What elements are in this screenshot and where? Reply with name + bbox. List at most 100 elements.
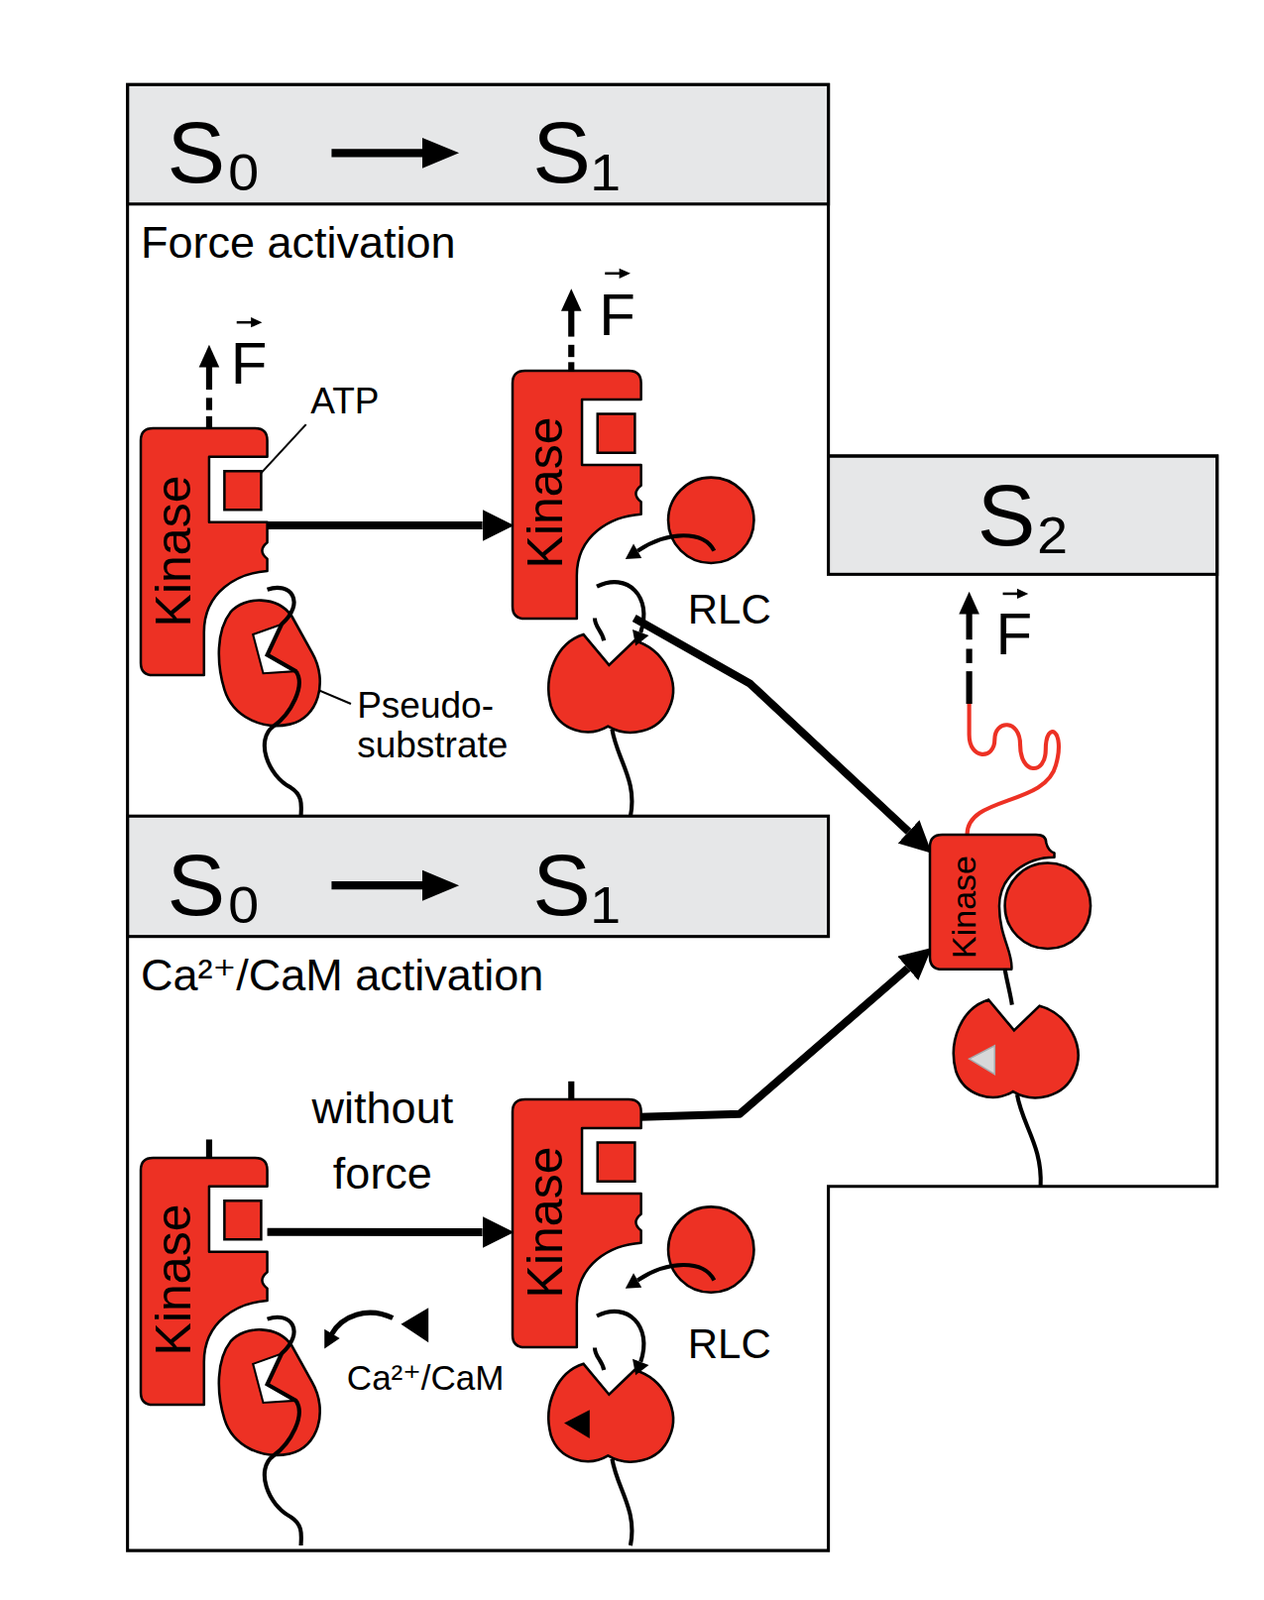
force-line <box>206 364 213 390</box>
pseudosubstrate-chain <box>594 618 604 642</box>
tail-chain <box>611 1459 632 1546</box>
kinase-body <box>140 1157 268 1405</box>
text-holder: S₂ <box>977 471 1070 560</box>
label-holder: RLC <box>688 588 772 631</box>
cam-triangle <box>564 1409 590 1439</box>
rlc-label: RLC <box>688 1323 772 1366</box>
text-holder: Force activation <box>140 219 457 264</box>
regulatory-domain <box>548 634 674 733</box>
transition-arrow <box>267 1228 483 1237</box>
cam-triangle <box>400 1307 429 1343</box>
header-band <box>127 84 829 204</box>
force-line <box>966 671 973 704</box>
regulatory-domain <box>548 1364 674 1463</box>
kinase-body <box>512 1099 642 1348</box>
arrowhead <box>632 629 649 646</box>
state-label: S₀ <box>166 841 261 929</box>
pseudosubstrate-label: Pseudo- substrate <box>356 686 541 767</box>
text-holder: Kinase <box>520 417 571 570</box>
curved-arrow <box>637 535 714 551</box>
text-holder: Kinase <box>946 855 981 959</box>
tail-chain <box>611 729 632 816</box>
cam-label: Ca²⁺/CaM <box>346 1360 505 1395</box>
state-panel: S₂ Kinase <box>828 456 1218 1187</box>
panel-outline <box>127 84 1218 1551</box>
regulatory-domain <box>219 600 321 726</box>
label-holder: Pseudo- substrate <box>356 686 541 767</box>
regulatory-domain <box>953 999 1079 1098</box>
kinase-label: Kinase <box>946 855 981 959</box>
kinase-label: Kinase <box>148 474 199 627</box>
curved-arrow <box>637 1264 714 1280</box>
transition-arrow <box>634 618 910 832</box>
label-holder: without force <box>283 1075 482 1206</box>
kinase-label: Kinase <box>520 417 571 570</box>
text-holder: Kinase <box>148 474 199 627</box>
text-holder: S₁ <box>532 109 620 197</box>
curved-arrow <box>596 1311 644 1363</box>
label-holder: F <box>598 285 636 345</box>
stub-line <box>206 1139 213 1158</box>
illustration-group <box>127 84 1218 1551</box>
label-holder: ATP <box>310 382 379 420</box>
rlc-label: RLC <box>688 588 772 631</box>
force-label: F <box>996 604 1034 665</box>
force-label: F <box>598 285 636 345</box>
unfolded-linker <box>967 703 1059 835</box>
cam-triangle <box>969 1045 996 1075</box>
atp-square <box>596 1143 635 1182</box>
state-label: S₁ <box>532 109 620 197</box>
text-holder: Ca²⁺/CaM activation <box>140 951 544 997</box>
label-holder: F <box>996 604 1034 665</box>
text-holder: Kinase <box>520 1146 571 1298</box>
state-label: S₂ <box>977 471 1070 560</box>
force-arrowhead <box>958 591 980 615</box>
tail-chain <box>1017 1094 1041 1187</box>
arrowhead <box>422 870 460 902</box>
kinase-body <box>512 370 642 619</box>
arrowhead <box>625 543 642 559</box>
text-holder: S₁ <box>532 841 620 929</box>
curved-arrow <box>331 1312 393 1335</box>
arrowhead <box>625 1272 642 1288</box>
vector-arrowhead <box>250 317 262 328</box>
force-line <box>568 344 575 357</box>
rlc-circle <box>1005 863 1091 949</box>
pseudosubstrate-chain <box>594 1347 604 1371</box>
atp-label: ATP <box>310 382 379 420</box>
pseudosubstrate-group <box>219 587 321 816</box>
state-label: S₁ <box>532 841 620 929</box>
panel-heading: Ca²⁺/CaM activation <box>140 951 544 997</box>
force-line <box>568 309 575 338</box>
state-panel: S₀ S₁ Ca²⁺/CaM activationKinase Kinase <box>127 815 829 1551</box>
arrowhead <box>324 1329 340 1350</box>
kinase-body <box>140 428 268 676</box>
label-holder: RLC <box>688 1323 772 1366</box>
curved-arrow <box>596 581 644 633</box>
force-arrowhead <box>561 288 582 312</box>
kinase-body <box>929 834 1055 970</box>
pseudosubstrate-chain <box>264 1317 302 1546</box>
transition-arrow <box>331 881 429 890</box>
header-band <box>828 456 1218 575</box>
vector-arrowhead <box>619 268 631 279</box>
header-band <box>127 815 829 936</box>
vector-arrowhead <box>1017 588 1029 599</box>
kinase-domain: Kinase <box>512 1099 642 1348</box>
rlc-circle <box>668 477 754 564</box>
transition-arrow <box>640 968 909 1118</box>
kinase-domain: Kinase <box>140 1157 268 1405</box>
force-line <box>206 397 213 410</box>
atp-square <box>224 1200 261 1240</box>
text-holder: S₀ <box>166 841 261 929</box>
state-label: S₀ <box>166 109 261 197</box>
text-holder: Kinase <box>148 1204 199 1357</box>
arrowhead <box>422 137 460 169</box>
atp-square <box>224 470 261 510</box>
panel-heading: Force activation <box>140 219 457 264</box>
atp-square <box>596 413 635 453</box>
rlc-circle <box>668 1206 754 1292</box>
label-holder: F <box>230 334 268 394</box>
